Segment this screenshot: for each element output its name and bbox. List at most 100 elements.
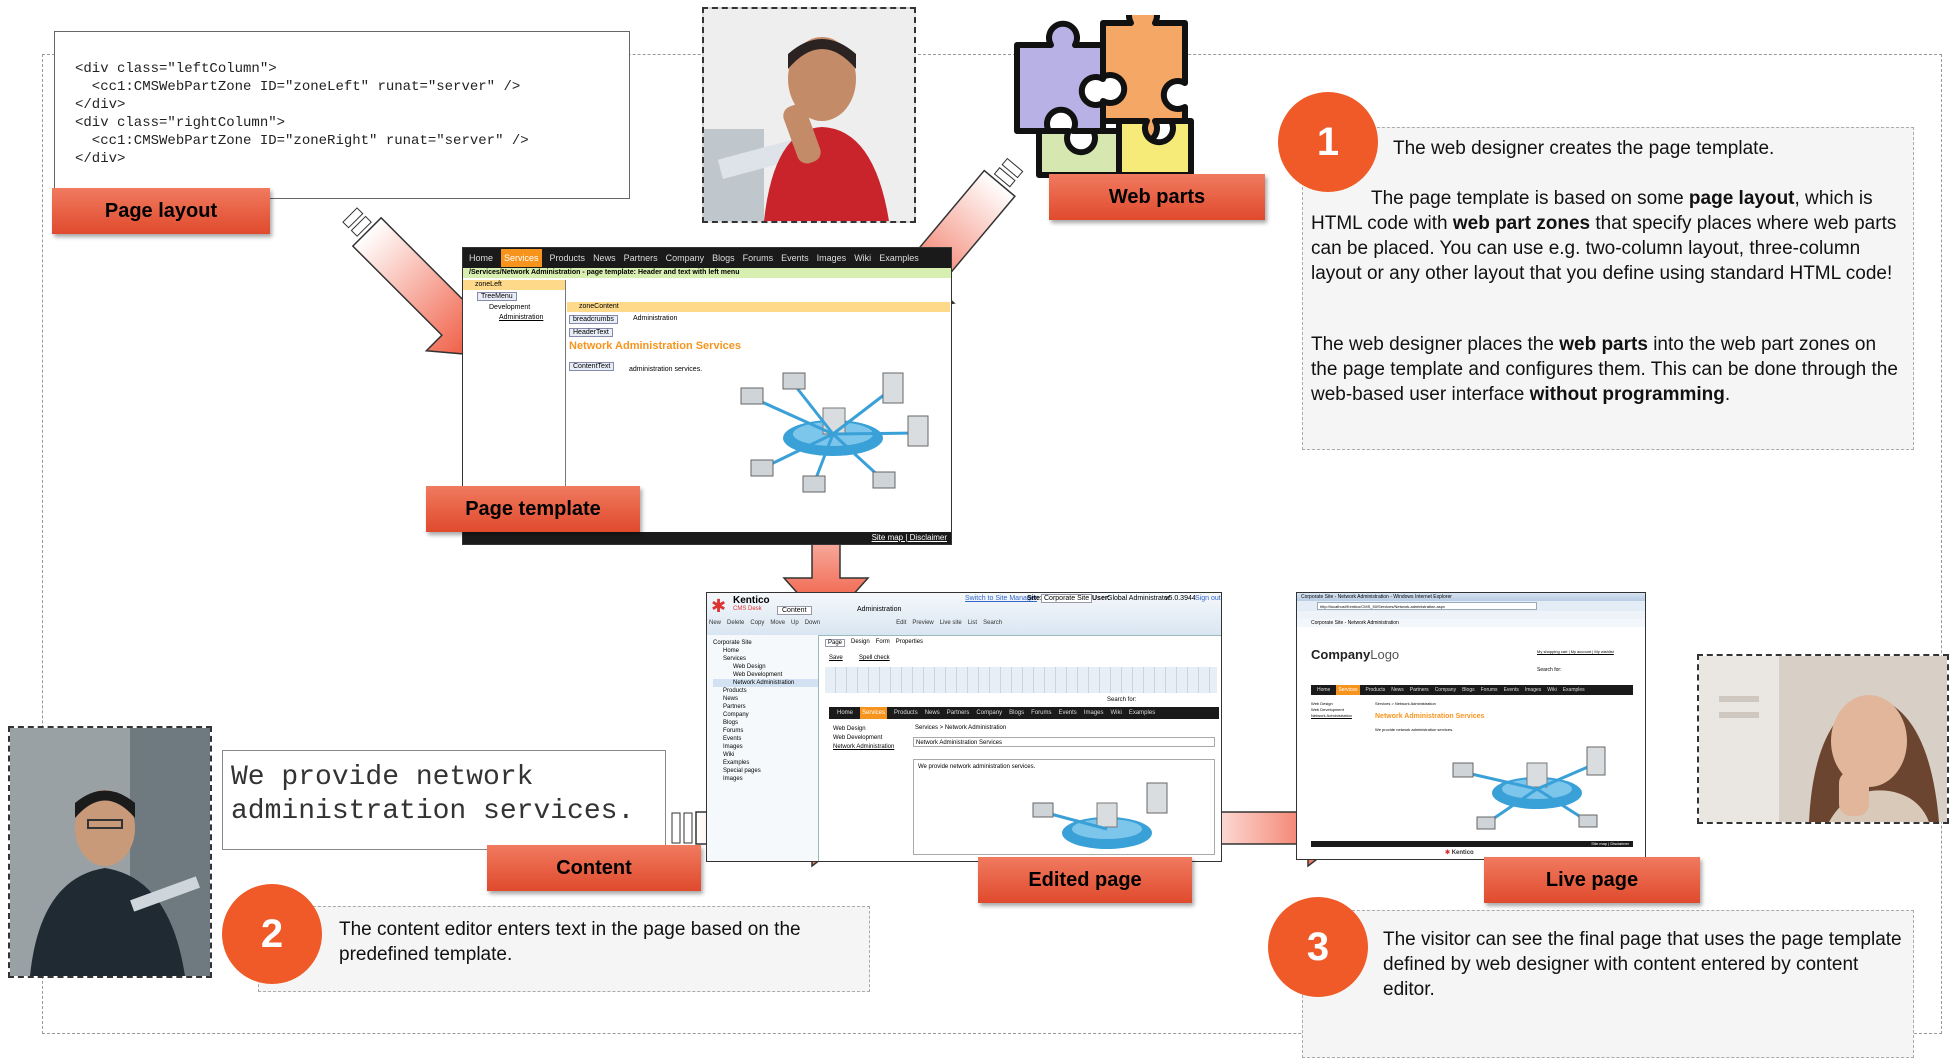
tree-node[interactable]: Products (723, 688, 747, 694)
nav-item[interactable]: Blogs (1462, 687, 1475, 693)
toolbar-new[interactable]: New (709, 620, 722, 626)
tree-node[interactable]: Partners (723, 704, 746, 710)
browser-favorites-bar (1297, 611, 1645, 619)
tree-node[interactable]: Events (723, 736, 742, 742)
sign-out-link[interactable]: Sign out (1195, 595, 1221, 602)
side-item[interactable]: Web Design (1311, 701, 1333, 706)
subtab-page[interactable]: Page (825, 639, 846, 647)
designer-illustration (704, 9, 914, 221)
nav-item: Wiki (854, 253, 872, 263)
toolbar-edit[interactable]: Edit (896, 620, 907, 626)
kentico-logo-icon: ✱ (711, 596, 727, 616)
tree-node[interactable]: Blogs (723, 720, 739, 726)
nav-item[interactable]: Blogs (1009, 710, 1025, 716)
tree-node[interactable]: Web Design (733, 664, 766, 670)
text-bold: page layout (1688, 188, 1795, 209)
subtab-design[interactable]: Design (851, 639, 870, 645)
nav-item[interactable]: Events (1503, 687, 1519, 693)
tree-node[interactable]: Special pages (723, 768, 761, 774)
nav-item[interactable]: Company (976, 710, 1003, 716)
toolbar-copy[interactable]: Copy (750, 620, 765, 626)
editor-illustration (10, 728, 210, 976)
subtab-form[interactable]: Form (875, 639, 890, 645)
nav-item[interactable]: Images (1524, 687, 1542, 693)
side-item-active[interactable]: Network Administration (1311, 713, 1352, 718)
tree-node[interactable]: Web Development (733, 672, 783, 678)
diagram-frame (42, 54, 1942, 1034)
edited-breadcrumb: Services > Network Administration (915, 725, 1007, 731)
tree-node[interactable]: Corporate Site (713, 640, 752, 646)
tree-node[interactable]: Images (723, 744, 743, 750)
nav-item[interactable]: Partners (946, 710, 970, 716)
nav-item-active[interactable]: Services (1336, 685, 1360, 695)
edited-content-editor[interactable]: We provide network administration servic… (913, 759, 1215, 855)
toolbar-list[interactable]: List (967, 620, 978, 626)
switch-site-manager-link[interactable]: Switch to Site Manager (965, 595, 1037, 602)
tree-node[interactable]: Wiki (723, 752, 735, 758)
edited-body-text: We provide network administration servic… (918, 764, 1036, 770)
zone-left-header: zoneLeft (463, 280, 565, 290)
tree-node[interactable]: Images (723, 776, 743, 782)
side-item-active[interactable]: Network Administration (833, 744, 895, 750)
nav-item[interactable]: Partners (1409, 687, 1429, 693)
tree-node[interactable]: Home (723, 648, 740, 654)
nav-item: Products (549, 253, 586, 263)
toolbar-preview[interactable]: Preview (912, 620, 934, 626)
browser-address-row: http://localhost/Kentico/CMS_50/Services… (1297, 601, 1645, 611)
nav-item[interactable]: Images (1083, 710, 1104, 716)
template-path-bar: /Services/Network Administration - page … (463, 268, 951, 278)
version-text: v5.0.3944 (1165, 595, 1196, 602)
nav-item[interactable]: News (924, 710, 940, 716)
nav-item[interactable]: Home (837, 710, 854, 716)
edited-heading-field[interactable]: Network Administration Services (913, 737, 1215, 747)
step-one-title: The web designer creates the page templa… (1393, 138, 1775, 159)
site-select[interactable]: Corporate Site (1041, 594, 1093, 603)
company-logo: CompanyLogo (1311, 647, 1399, 662)
nav-item-active[interactable]: Services (860, 707, 888, 719)
toolbar-move[interactable]: Move (770, 620, 786, 626)
tree-node[interactable]: Company (723, 712, 749, 718)
nav-item[interactable]: Company (1434, 687, 1457, 693)
network-illustration (740, 372, 929, 493)
side-item[interactable]: Web Development (1311, 707, 1344, 712)
nav-item[interactable]: Wiki (1547, 687, 1557, 693)
tree-node[interactable]: Examples (723, 760, 750, 766)
nav-item[interactable]: Forums (1480, 687, 1498, 693)
tree-node[interactable]: Services (723, 656, 747, 662)
tree-node[interactable]: Forums (723, 728, 744, 734)
nav-item[interactable]: Examples (1128, 710, 1156, 716)
save-button[interactable]: Save (829, 655, 843, 661)
tree-node-selected[interactable]: Network Administration (713, 679, 818, 687)
side-item[interactable]: Web Design (833, 726, 866, 732)
step-two-number: 2 (222, 884, 322, 984)
toolbar-live-site[interactable]: Live site (939, 620, 962, 626)
browser-tab[interactable]: Corporate Site - Network Administration (1297, 619, 1645, 627)
nav-item[interactable]: Products (1365, 687, 1386, 693)
nav-item[interactable]: Wiki (1110, 710, 1122, 716)
nav-item[interactable]: Home (1317, 687, 1331, 693)
cms-breadcrumb: Administration (857, 606, 902, 613)
toolbar-down[interactable]: Down (804, 620, 821, 626)
subtab-properties[interactable]: Properties (895, 639, 924, 645)
nav-item[interactable]: Events (1058, 710, 1077, 716)
designer-photo (702, 7, 916, 223)
editor-toolbar[interactable] (825, 667, 1217, 693)
live-footer[interactable]: Site map | Disclaimer (1311, 841, 1633, 847)
browser-address-bar[interactable]: http://localhost/Kentico/CMS_50/Services… (1317, 602, 1537, 610)
edited-side-menu: Web Design Web Development Network Admin… (833, 725, 894, 752)
tab-content[interactable]: Content (777, 606, 812, 615)
nav-item[interactable]: Examples (1562, 687, 1585, 693)
text-span: The web designer places the (1311, 334, 1560, 355)
nav-item[interactable]: News (1391, 687, 1404, 693)
nav-item[interactable]: Forums (1031, 710, 1052, 716)
toolbar-delete[interactable]: Delete (727, 620, 745, 626)
account-links[interactable]: My shopping cart | My account | My wishl… (1537, 649, 1614, 654)
toolbar-up[interactable]: Up (791, 620, 799, 626)
tree-node[interactable]: News (723, 696, 739, 702)
nav-item[interactable]: Products (894, 710, 918, 716)
spell-check-button[interactable]: Spell check (859, 655, 890, 661)
live-page-screenshot: Corporate Site - Network Administration … (1296, 592, 1646, 860)
side-item[interactable]: Web Development (833, 735, 883, 741)
toolbar-search[interactable]: Search (983, 620, 1003, 626)
code-line: <div class="leftColumn"> (75, 61, 277, 77)
